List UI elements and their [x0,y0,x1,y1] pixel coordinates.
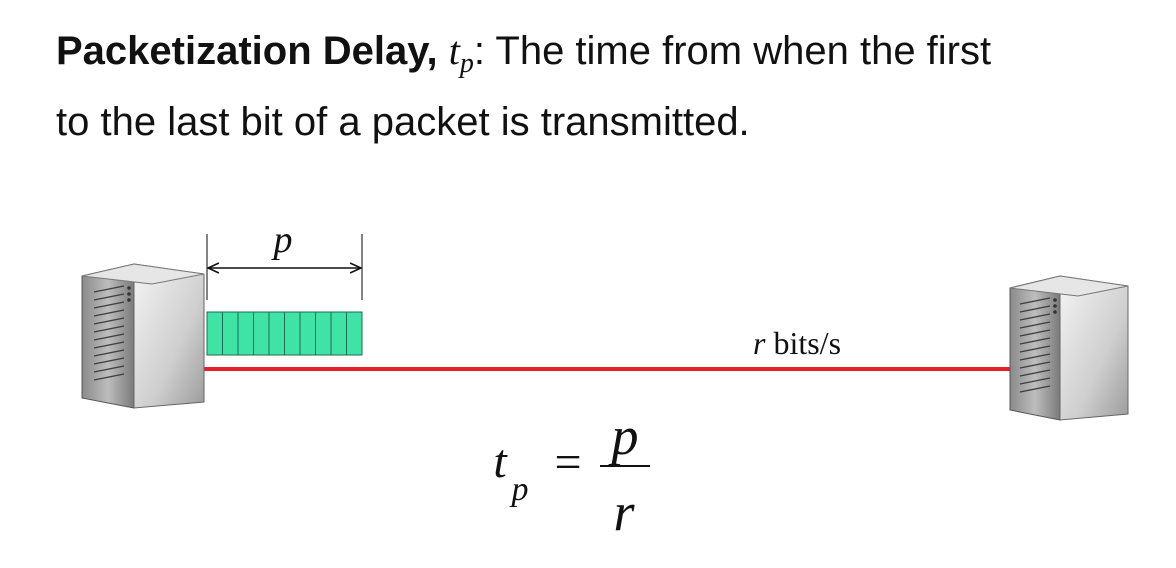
heading-line-1: Packetization Delay, tp: The time from w… [56,22,1166,93]
packet-bit [330,311,347,356]
packet-bit [237,311,254,356]
packet-bit [253,311,270,356]
link-rate-label: r bits/s [753,325,841,361]
formula-denominator: r [613,482,635,542]
packet-bit [206,311,223,356]
formula-lhs-subscript: p [510,471,529,508]
term-label: Packetization Delay, [56,29,438,73]
packet-bit [222,311,239,356]
packet-bit [268,311,285,356]
packet-bit [346,311,363,356]
packet-bit [299,311,316,356]
definition-part-1: : The time from when the first [473,29,992,73]
receiver-server-icon [1009,275,1129,421]
slide-heading: Packetization Delay, tp: The time from w… [56,22,1166,151]
formula-lhs: t [493,435,508,488]
delay-formula: t p = p r [493,406,650,542]
formula-numerator: p [608,406,639,466]
delay-symbol: tp [448,28,474,79]
packet-bit [284,311,301,356]
packet-bit [315,311,332,356]
packet-length-label: p [271,219,293,261]
sender-server-icon [81,263,205,409]
heading-line-2: to the last bit of a packet is transmitt… [56,100,750,144]
formula-equals: = [554,436,581,489]
packet [206,311,363,356]
